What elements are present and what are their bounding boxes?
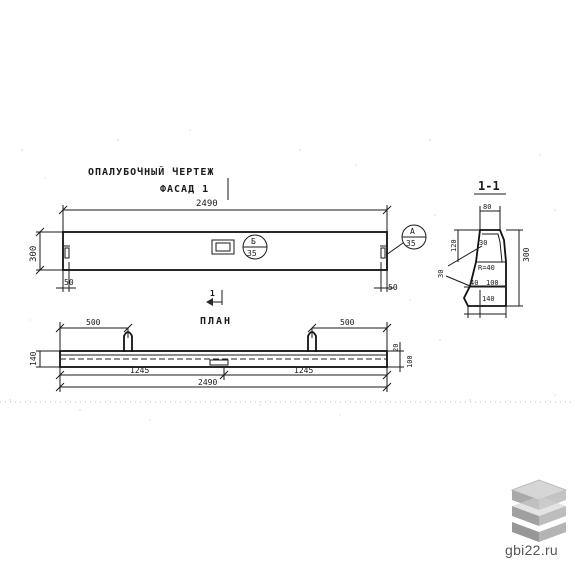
section-dim-left-upper: 120 <box>450 239 458 252</box>
dim-height: 300 <box>29 246 39 262</box>
callout-b-sheet: 35 <box>247 249 257 258</box>
dim-half-right: 1245 <box>294 366 313 375</box>
callout-a-letter: А <box>410 227 415 236</box>
dim-end-left: 50 <box>64 278 74 287</box>
dim-plan-right-top: 20 <box>392 344 400 352</box>
dim-plan-total: 2490 <box>198 378 217 387</box>
section-dim-bottom-total: 140 <box>482 295 495 303</box>
section-dim-top: 80 <box>483 203 491 211</box>
callout-b-letter: Б <box>251 237 256 246</box>
plan-label: ПЛАН <box>200 316 232 327</box>
dim-loop-offset-left: 500 <box>86 318 101 327</box>
section-label: 1-1 <box>478 179 500 193</box>
dim-plan-width: 140 <box>29 351 38 366</box>
section-dim-bottom-a: 40 <box>470 279 478 287</box>
watermark-text: gbi22.ru <box>505 542 558 558</box>
dim-plan-right-bottom: 100 <box>406 355 414 368</box>
paper-noise <box>9 129 556 421</box>
facade-label: ФАСАД 1 <box>160 184 209 195</box>
layers-logo-icon <box>510 479 568 542</box>
dim-end-right: 50 <box>388 283 398 292</box>
plan-view: 500 500 140 20 100 1245 <box>29 318 414 392</box>
callout-a-sheet: 35 <box>406 239 416 248</box>
section-dim-chamfer: 30 <box>479 239 487 247</box>
facade-view: 2490 Б 35 А 35 300 50 <box>29 199 427 306</box>
dim-loop-offset-right: 500 <box>340 318 355 327</box>
section-dim-bottom-b: 100 <box>486 279 499 287</box>
section-cut-mark: 1 <box>210 289 215 298</box>
section-view: 1-1 80 300 120 30 R=40 30 40 100 1 <box>437 179 531 318</box>
dim-total-length: 2490 <box>196 199 218 209</box>
section-dim-height: 300 <box>522 247 531 262</box>
dim-half-left: 1245 <box>130 366 149 375</box>
drawing-title: ОПАЛУБОЧНЫЙ ЧЕРТЕЖ <box>88 165 214 178</box>
section-dim-radius: R=40 <box>478 264 495 272</box>
section-dim-left-lower: 30 <box>437 270 445 278</box>
